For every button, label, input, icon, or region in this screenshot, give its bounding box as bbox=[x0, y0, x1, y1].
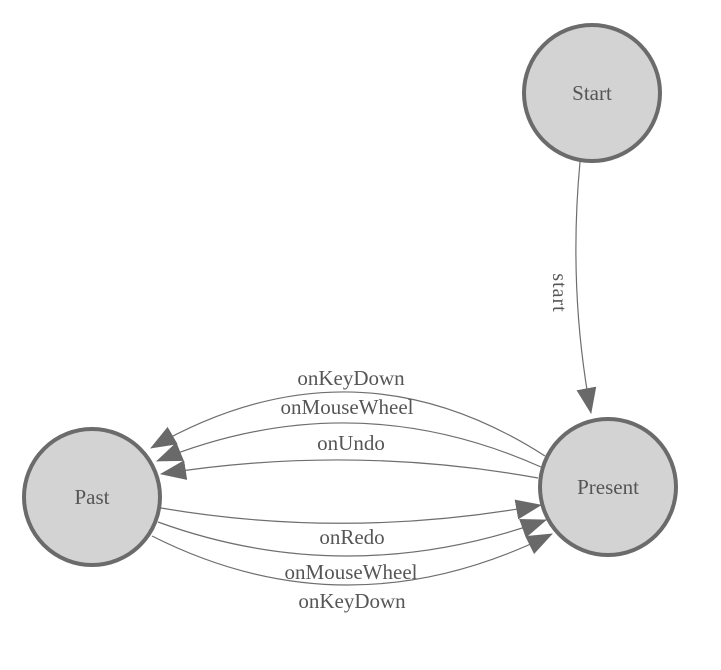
edge-label-onmousewheel-top: onMouseWheel bbox=[281, 395, 414, 419]
edge-label-onkeydown-bottom: onKeyDown bbox=[298, 589, 406, 613]
node-past[interactable]: Past bbox=[22, 427, 162, 567]
edge-label-onkeydown-top: onKeyDown bbox=[297, 366, 405, 390]
node-present-circle[interactable] bbox=[538, 417, 678, 557]
edge-past-to-present-onmousewheel bbox=[157, 519, 547, 557]
edges-layer bbox=[150, 161, 597, 586]
edge-past-to-present-onkeydown bbox=[151, 533, 553, 586]
edge-label-start: start bbox=[548, 273, 570, 312]
node-start-circle[interactable] bbox=[522, 23, 662, 163]
node-start-label: Start bbox=[572, 81, 612, 105]
nodes-layer: Start Present Past bbox=[22, 23, 678, 567]
edge-present-to-past-onundo bbox=[160, 459, 539, 480]
node-start[interactable]: Start bbox=[522, 23, 662, 163]
edge-past-to-present-onredo bbox=[160, 499, 542, 524]
edge-label-onredo: onRedo bbox=[319, 525, 384, 549]
node-present[interactable]: Present bbox=[538, 417, 678, 557]
edge-start-to-present bbox=[575, 161, 597, 414]
node-past-label: Past bbox=[74, 485, 109, 509]
edge-present-to-past-onkeydown bbox=[150, 391, 546, 457]
edge-label-onundo: onUndo bbox=[317, 431, 385, 455]
edge-present-to-past-onmousewheel bbox=[156, 422, 542, 468]
node-present-label: Present bbox=[577, 475, 639, 499]
edge-label-onmousewheel-bottom: onMouseWheel bbox=[285, 560, 418, 584]
node-past-circle[interactable] bbox=[22, 427, 162, 567]
edge-labels-layer: start onKeyDown onMouseWheel onUndo onRe… bbox=[281, 273, 570, 613]
